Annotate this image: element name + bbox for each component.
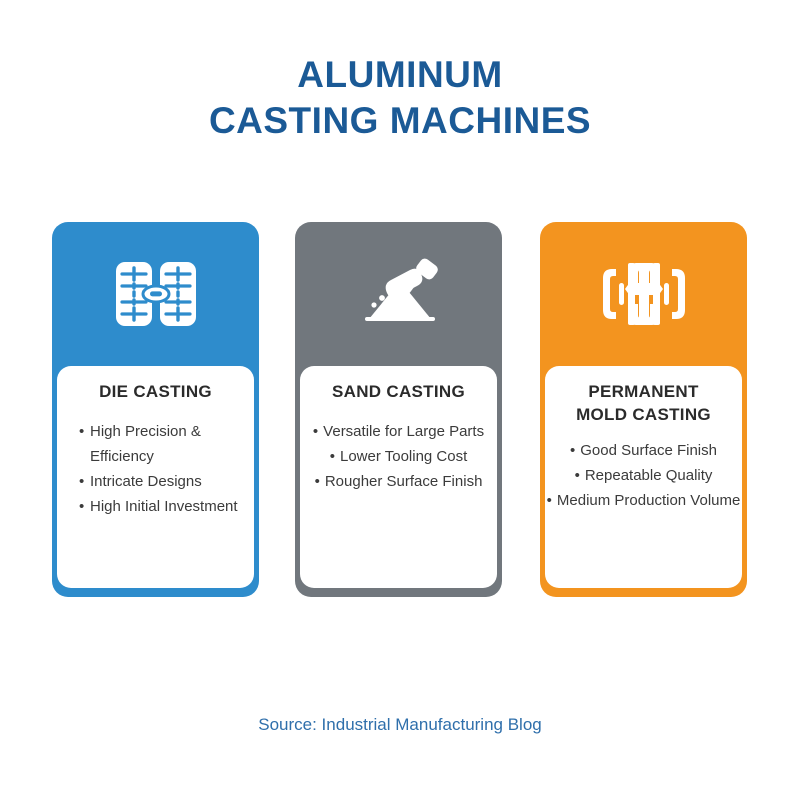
list-item-label: Medium Production Volume	[556, 492, 741, 509]
list-item: •Versatile for Large Parts	[302, 419, 495, 444]
page-title-line-1: ALUMINUM	[297, 54, 503, 95]
bullet-dot: •	[574, 467, 580, 484]
source-caption: Source: Industrial Manufacturing Blog	[258, 715, 542, 734]
list-item: •Lower Tooling Cost	[302, 444, 495, 469]
card-heading-permanent-mold-casting: PERMANENT MOLD CASTING	[545, 380, 742, 426]
bullet-dot: •	[546, 492, 552, 509]
page-title: ALUMINUM CASTING MACHINES	[0, 52, 800, 144]
bullet-dot: •	[569, 442, 576, 459]
card-heading-line-2: MOLD CASTING	[576, 405, 711, 424]
list-item-label: Rougher Surface Finish	[324, 473, 483, 490]
card-die-casting[interactable]: DIE CASTING High Precision & Efficiency …	[52, 222, 259, 597]
feature-list-sand-casting: •Versatile for Large Parts •Lower Toolin…	[300, 419, 497, 494]
panel-die-casting: DIE CASTING High Precision & Efficiency …	[57, 366, 254, 588]
list-item: •Repeatable Quality	[547, 463, 740, 488]
list-item: •Good Surface Finish	[547, 438, 740, 463]
page-title-line-2: CASTING MACHINES	[208, 100, 592, 141]
shovel-sand-pile-icon	[295, 222, 502, 366]
casting-methods-card-row: DIE CASTING High Precision & Efficiency …	[0, 222, 800, 597]
list-item-label: Repeatable Quality	[584, 467, 713, 484]
die-mold-icon	[52, 222, 259, 366]
card-permanent-mold-casting[interactable]: PERMANENT MOLD CASTING •Good Surface Fin…	[540, 222, 747, 597]
panel-sand-casting: SAND CASTING •Versatile for Large Parts …	[300, 366, 497, 588]
card-heading-line-1: PERMANENT	[588, 382, 699, 401]
list-item-label: Versatile for Large Parts	[323, 423, 485, 440]
feature-list-permanent-mold-casting: •Good Surface Finish •Repeatable Quality…	[545, 438, 742, 513]
panel-permanent-mold-casting: PERMANENT MOLD CASTING •Good Surface Fin…	[545, 366, 742, 588]
card-heading-sand-casting: SAND CASTING	[332, 382, 465, 401]
list-item: High Initial Investment	[79, 494, 250, 519]
bullet-dot: •	[312, 423, 319, 440]
list-item-label: Lower Tooling Cost	[339, 448, 468, 465]
permanent-mold-icon	[540, 222, 747, 366]
list-item: High Precision & Efficiency	[79, 419, 250, 469]
list-item: •Rougher Surface Finish	[302, 469, 495, 494]
card-sand-casting[interactable]: SAND CASTING •Versatile for Large Parts …	[295, 222, 502, 597]
card-heading-die-casting: DIE CASTING	[99, 382, 212, 401]
feature-list-die-casting: High Precision & Efficiency Intricate De…	[57, 419, 254, 519]
list-item: Intricate Designs	[79, 469, 250, 494]
list-item: •Medium Production Volume	[533, 488, 754, 513]
bullet-dot: •	[314, 473, 320, 490]
list-item-label: Good Surface Finish	[580, 442, 717, 459]
bullet-dot: •	[329, 448, 335, 465]
